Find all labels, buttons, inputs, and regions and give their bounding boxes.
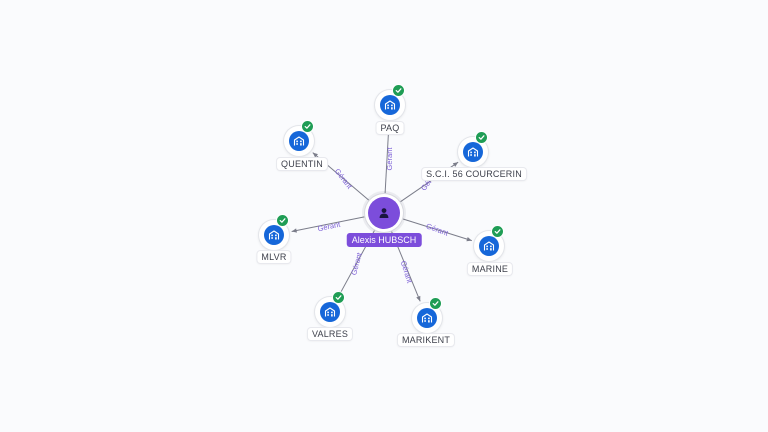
company-icon-badge [479,236,499,256]
company-name-label: MLVR [257,251,291,263]
verified-badge [491,225,504,238]
edge-label-marikent: Gérant [399,260,415,285]
company-name-label: MARINE [467,263,513,275]
check-icon [304,124,311,129]
check-icon [335,295,342,300]
company-circle [412,297,442,333]
edge-label-marine: Gérant [425,221,450,238]
check-icon [494,229,501,234]
company-icon-badge [320,302,340,322]
building-icon [467,147,479,157]
company-circle [458,131,488,167]
edge-mlvr [291,216,365,232]
verified-badge [332,291,345,304]
verified-badge [301,120,314,133]
building-icon [384,100,396,110]
edge-arrow-marikent [416,295,421,302]
building-icon [324,307,336,317]
check-icon [432,301,439,306]
check-icon [279,218,286,223]
person-circle [368,197,400,229]
person-name-label: Alexis HUBSCH [346,233,422,247]
company-circle [474,225,504,261]
company-circle [284,120,314,156]
building-icon [293,136,305,146]
edge-label-valres: Gérant [349,251,364,276]
person-marker-tail [379,226,389,232]
edge-arrow-mlvr [291,228,297,233]
edge-label-quentin: Gérant [333,167,355,191]
company-circle [315,291,345,327]
verified-badge [475,131,488,144]
company-name-label: VALRES [307,328,353,340]
company-name-label: MARIKENT [397,334,455,346]
edge-marine [402,218,472,242]
company-icon-badge [289,131,309,151]
verified-badge [392,84,405,97]
verified-badge [429,297,442,310]
edge-paq [384,122,390,194]
verified-badge [276,214,289,227]
company-icon-badge [380,95,400,115]
edge-arrow-sci-56-courcerin [452,162,459,167]
company-icon-badge [417,308,437,328]
check-icon [395,88,402,93]
edge-arrow-quentin [312,152,318,158]
company-name-label: S.C.I. 56 COURCERIN [422,168,526,180]
company-name-label: QUENTIN [277,158,327,170]
edge-label-mlvr: Gérant [317,220,342,234]
company-icon-badge [463,142,483,162]
edge-label-paq: Gérant [385,147,394,171]
company-circle [259,214,289,250]
company-name-label: PAQ [376,122,404,134]
building-icon [483,241,495,251]
check-icon [478,135,485,140]
person-icon [379,208,389,218]
edge-arrow-marine [466,237,472,242]
company-icon-badge [264,225,284,245]
building-icon [421,313,433,323]
building-icon [268,230,280,240]
company-circle [375,84,405,120]
